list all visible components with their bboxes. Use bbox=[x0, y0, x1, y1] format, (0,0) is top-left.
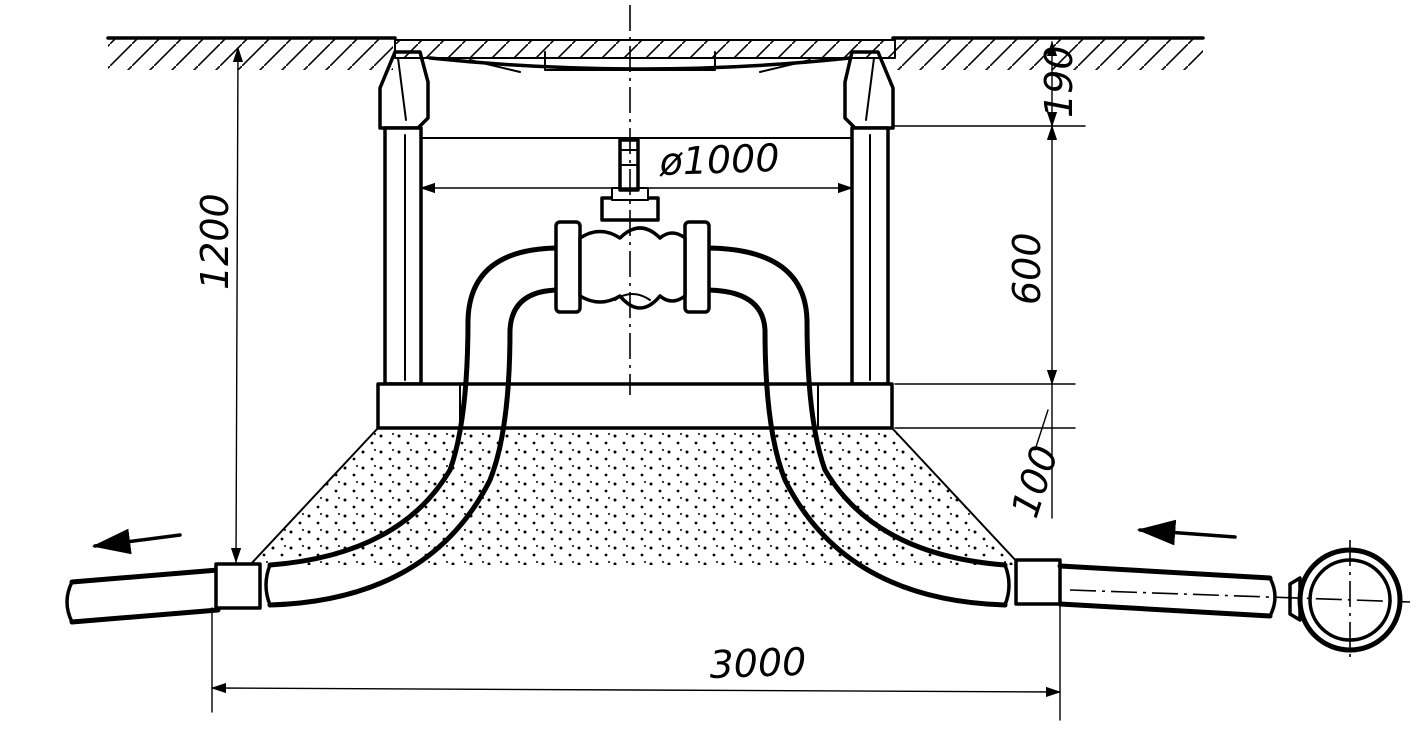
label-shaft-diameter: ø1000 bbox=[658, 136, 780, 184]
dimension-shaft-diameter: ø1000 bbox=[419, 136, 854, 194]
label-shaft-height: 600 bbox=[1005, 232, 1049, 305]
pipe-end-section bbox=[1288, 547, 1403, 653]
flow-arrow-right bbox=[1136, 519, 1237, 546]
u-bend-pipe bbox=[264, 245, 1011, 608]
sand-bedding bbox=[249, 427, 1021, 566]
manhole-cover bbox=[394, 39, 896, 73]
dimension-trench-length: 3000 bbox=[210, 603, 1062, 721]
dimension-depth-total: 1200 bbox=[193, 46, 244, 564]
shaft-wall-right bbox=[850, 126, 890, 386]
label-trench-length: 3000 bbox=[709, 640, 807, 687]
label-depth-total: 1200 bbox=[193, 193, 237, 290]
label-cover-height: 190 bbox=[1037, 45, 1081, 118]
flow-arrow-left bbox=[91, 528, 182, 555]
outlet-pipe-left bbox=[65, 562, 262, 625]
inlet-pipe-right bbox=[1014, 558, 1277, 619]
dimension-right-chain: 190 600 100 bbox=[894, 40, 1086, 523]
label-base-thickness: 100 bbox=[1003, 440, 1067, 523]
horizontal-axis bbox=[1069, 589, 1411, 603]
shaft-wall-left bbox=[383, 126, 423, 386]
cover-collar-right bbox=[843, 50, 895, 130]
